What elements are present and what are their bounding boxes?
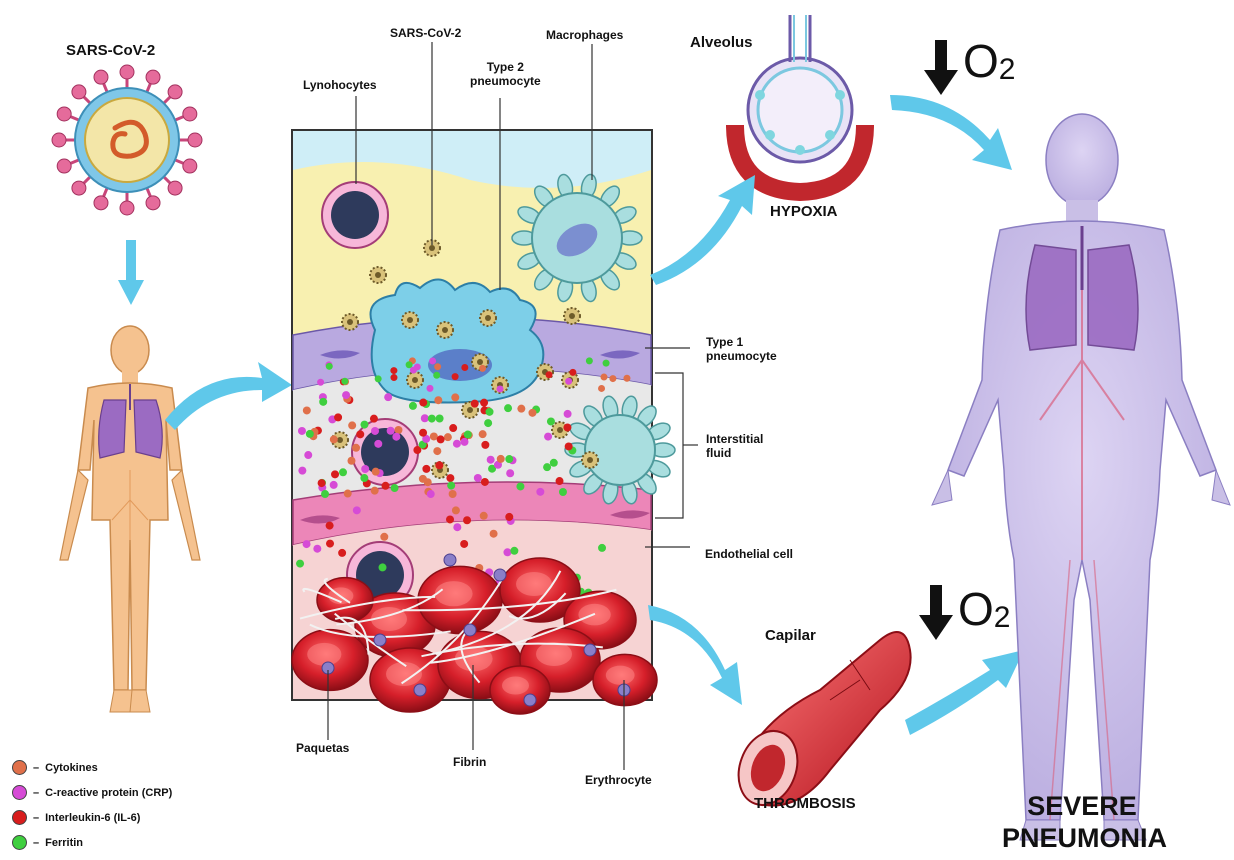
human-body-pneumonia (932, 114, 1230, 840)
oxygen-down-arrow-top-icon (924, 40, 958, 95)
outcome-line2: PNEUMONIA (1002, 822, 1162, 854)
type2-pneumocyte-label: Type 2 pneumocyte (470, 60, 541, 88)
arrow-right-down-icon (890, 95, 1012, 170)
human-body-infected (60, 326, 200, 712)
oxygen-label-top: O2 (963, 34, 1015, 88)
outcome-line1: SEVERE (1002, 790, 1162, 822)
legend-item-il6: –Interleukin-6 (IL-6) (12, 810, 140, 825)
legend-item-crp: –C-reactive protein (CRP) (12, 785, 172, 800)
arrow-right-icon (165, 362, 292, 430)
arrow-down-right-icon (648, 605, 742, 705)
alveolus-icon (735, 15, 865, 192)
arrow-up-right-2-icon (905, 650, 1024, 735)
oxygen-down-arrow-bottom-icon (919, 585, 953, 640)
legend-swatch (12, 760, 27, 775)
type1-pneumocyte-label: Type 1 pneumocyte (706, 335, 777, 363)
virus-icon (52, 65, 202, 215)
arrow-down-icon (118, 240, 144, 305)
legend-swatch (12, 835, 27, 850)
virus-label: SARS-CoV-2 (66, 42, 155, 59)
legend-item-ferritin: –Ferritin (12, 835, 83, 850)
legend-swatch (12, 810, 27, 825)
paquetas-label: Paquetas (296, 741, 349, 755)
capillary-icon (729, 632, 911, 813)
sars-cov-2-panel-label: SARS-CoV-2 (390, 26, 461, 40)
lung-tissue-panel (292, 130, 675, 714)
thrombosis-label: THROMBOSIS (754, 795, 856, 812)
interstitial-fluid-label: Interstitial fluid (706, 432, 763, 460)
fibrin-label: Fibrin (453, 755, 486, 769)
hypoxia-label: HYPOXIA (770, 203, 838, 220)
capilar-label: Capilar (765, 627, 816, 644)
lymphocytes-label: Lynohocytes (303, 78, 377, 92)
erythrocyte-label: Erythrocyte (585, 773, 652, 787)
legend-swatch (12, 785, 27, 800)
macrophages-label: Macrophages (546, 28, 623, 42)
outcome-label: SEVERE PNEUMONIA (1002, 790, 1162, 854)
arrow-up-right-icon (650, 175, 755, 285)
alveolus-label: Alveolus (690, 34, 753, 51)
legend-item-cytokines: –Cytokines (12, 760, 98, 775)
oxygen-label-bottom: O2 (958, 582, 1010, 636)
endothelial-cell-label: Endothelial cell (705, 547, 793, 561)
